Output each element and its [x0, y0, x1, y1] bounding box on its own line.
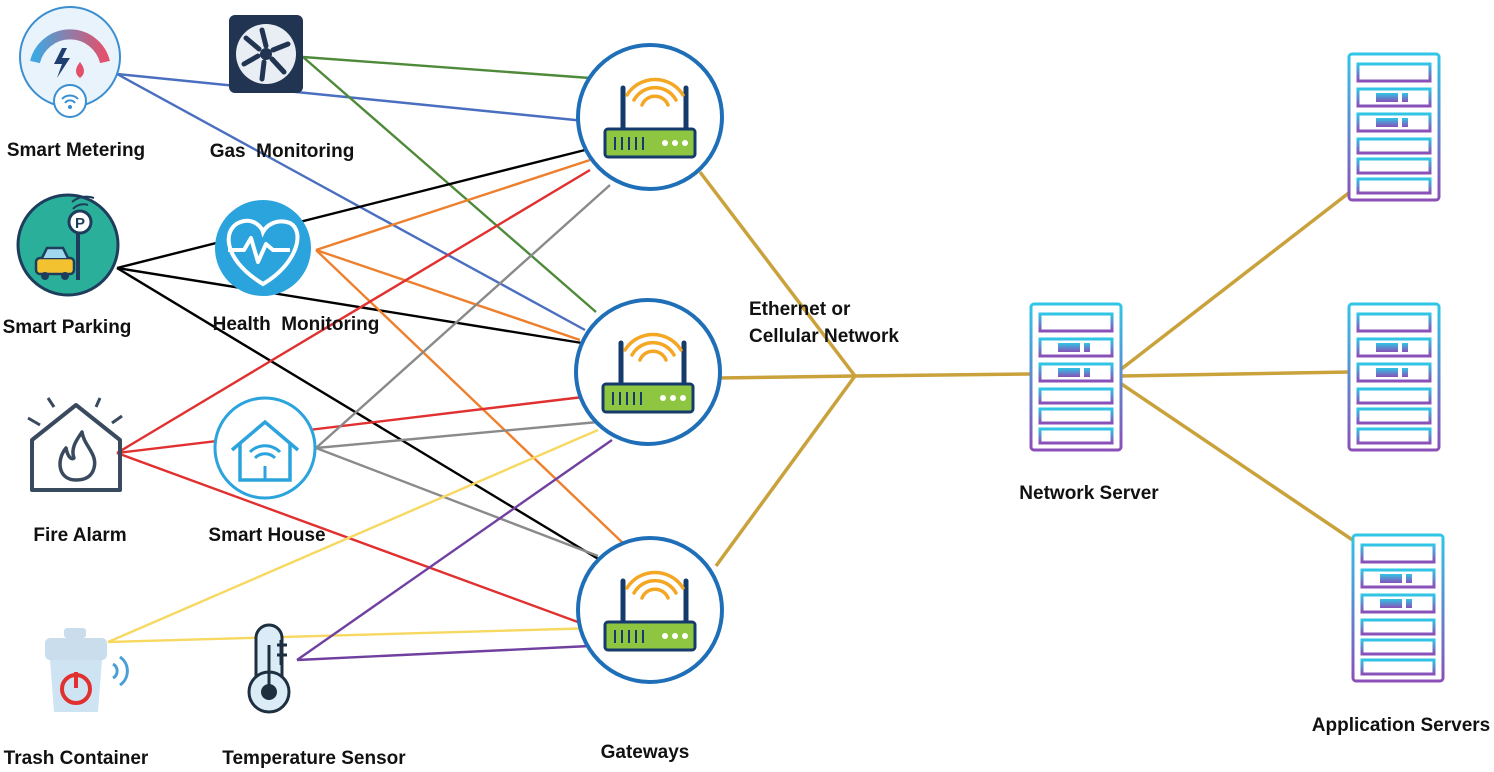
backhaul-link-gw2 — [717, 374, 856, 380]
gateway-1[interactable] — [576, 43, 724, 191]
label-gateways: Gateways — [601, 742, 690, 763]
app-link-3 — [1119, 381, 1361, 547]
link-gas-monitoring-gw1 — [302, 55, 591, 80]
backhaul-links — [698, 170, 1361, 568]
trash-bin-icon — [45, 628, 129, 712]
fan-icon — [229, 15, 303, 93]
smart-home-icon — [213, 396, 317, 500]
device-gateway-links — [107, 55, 626, 662]
application-server-1-icon[interactable] — [1347, 52, 1441, 202]
link-fire-alarm-gw2 — [116, 395, 584, 455]
backhaul-link-gw1 — [698, 170, 857, 378]
network-server-icon[interactable] — [1029, 302, 1123, 452]
link-health-monitoring-gw2 — [315, 248, 581, 342]
label-temperature-sensor: Temperature Sensor — [222, 748, 406, 769]
label-trash-container: Trash Container — [4, 748, 149, 769]
link-fire-alarm-gw1 — [116, 168, 591, 455]
link-temperature-sensor-gw3 — [296, 644, 591, 662]
label-fire-alarm: Fire Alarm — [33, 525, 126, 546]
label-application-servers: Application Servers — [1312, 715, 1490, 736]
svg-text:P: P — [75, 215, 85, 232]
label-backhaul-line2: Cellular Network — [749, 326, 899, 347]
app-link-1 — [1118, 190, 1352, 372]
link-trash-container-gw2 — [107, 428, 599, 644]
label-health-monitoring: Health Monitoring — [213, 314, 380, 335]
link-smart-parking-gw1 — [116, 148, 586, 270]
link-smart-parking-gw2 — [116, 266, 583, 345]
backhaul-link-gw3 — [714, 374, 857, 568]
link-temperature-sensor-gw2 — [296, 439, 613, 661]
application-server-2-icon[interactable] — [1347, 302, 1441, 452]
app-link-2 — [1119, 370, 1351, 378]
label-smart-metering: Smart Metering — [7, 140, 145, 161]
smart-meter-icon — [19, 6, 121, 118]
link-health-monitoring-gw1 — [315, 158, 591, 252]
link-health-monitoring-gw3 — [315, 249, 626, 546]
link-fire-alarm-gw3 — [116, 451, 587, 627]
label-smart-house: Smart House — [208, 525, 325, 546]
parking-icon: P — [16, 193, 120, 297]
fire-house-icon — [27, 397, 123, 492]
label-gas-monitoring: Gas Monitoring — [210, 141, 355, 162]
gateway-2[interactable] — [574, 298, 722, 446]
label-backhaul-line1: Ethernet or — [749, 299, 851, 320]
link-trash-container-gw3 — [107, 626, 599, 644]
link-smart-metering-gw2 — [116, 72, 586, 332]
thermometer-icon — [247, 623, 291, 714]
link-smart-house-gw2 — [315, 420, 599, 450]
label-smart-parking: Smart Parking — [3, 317, 132, 338]
link-smart-house-gw3 — [315, 446, 599, 558]
gateway-3[interactable] — [576, 536, 724, 684]
link-smart-house-gw1 — [315, 184, 611, 449]
application-server-3-icon[interactable] — [1351, 533, 1445, 683]
heart-pulse-icon — [215, 200, 311, 296]
link-smart-parking-gw3 — [116, 266, 601, 562]
backhaul-link-network-server — [854, 372, 1031, 378]
label-network-server: Network Server — [1019, 483, 1159, 504]
